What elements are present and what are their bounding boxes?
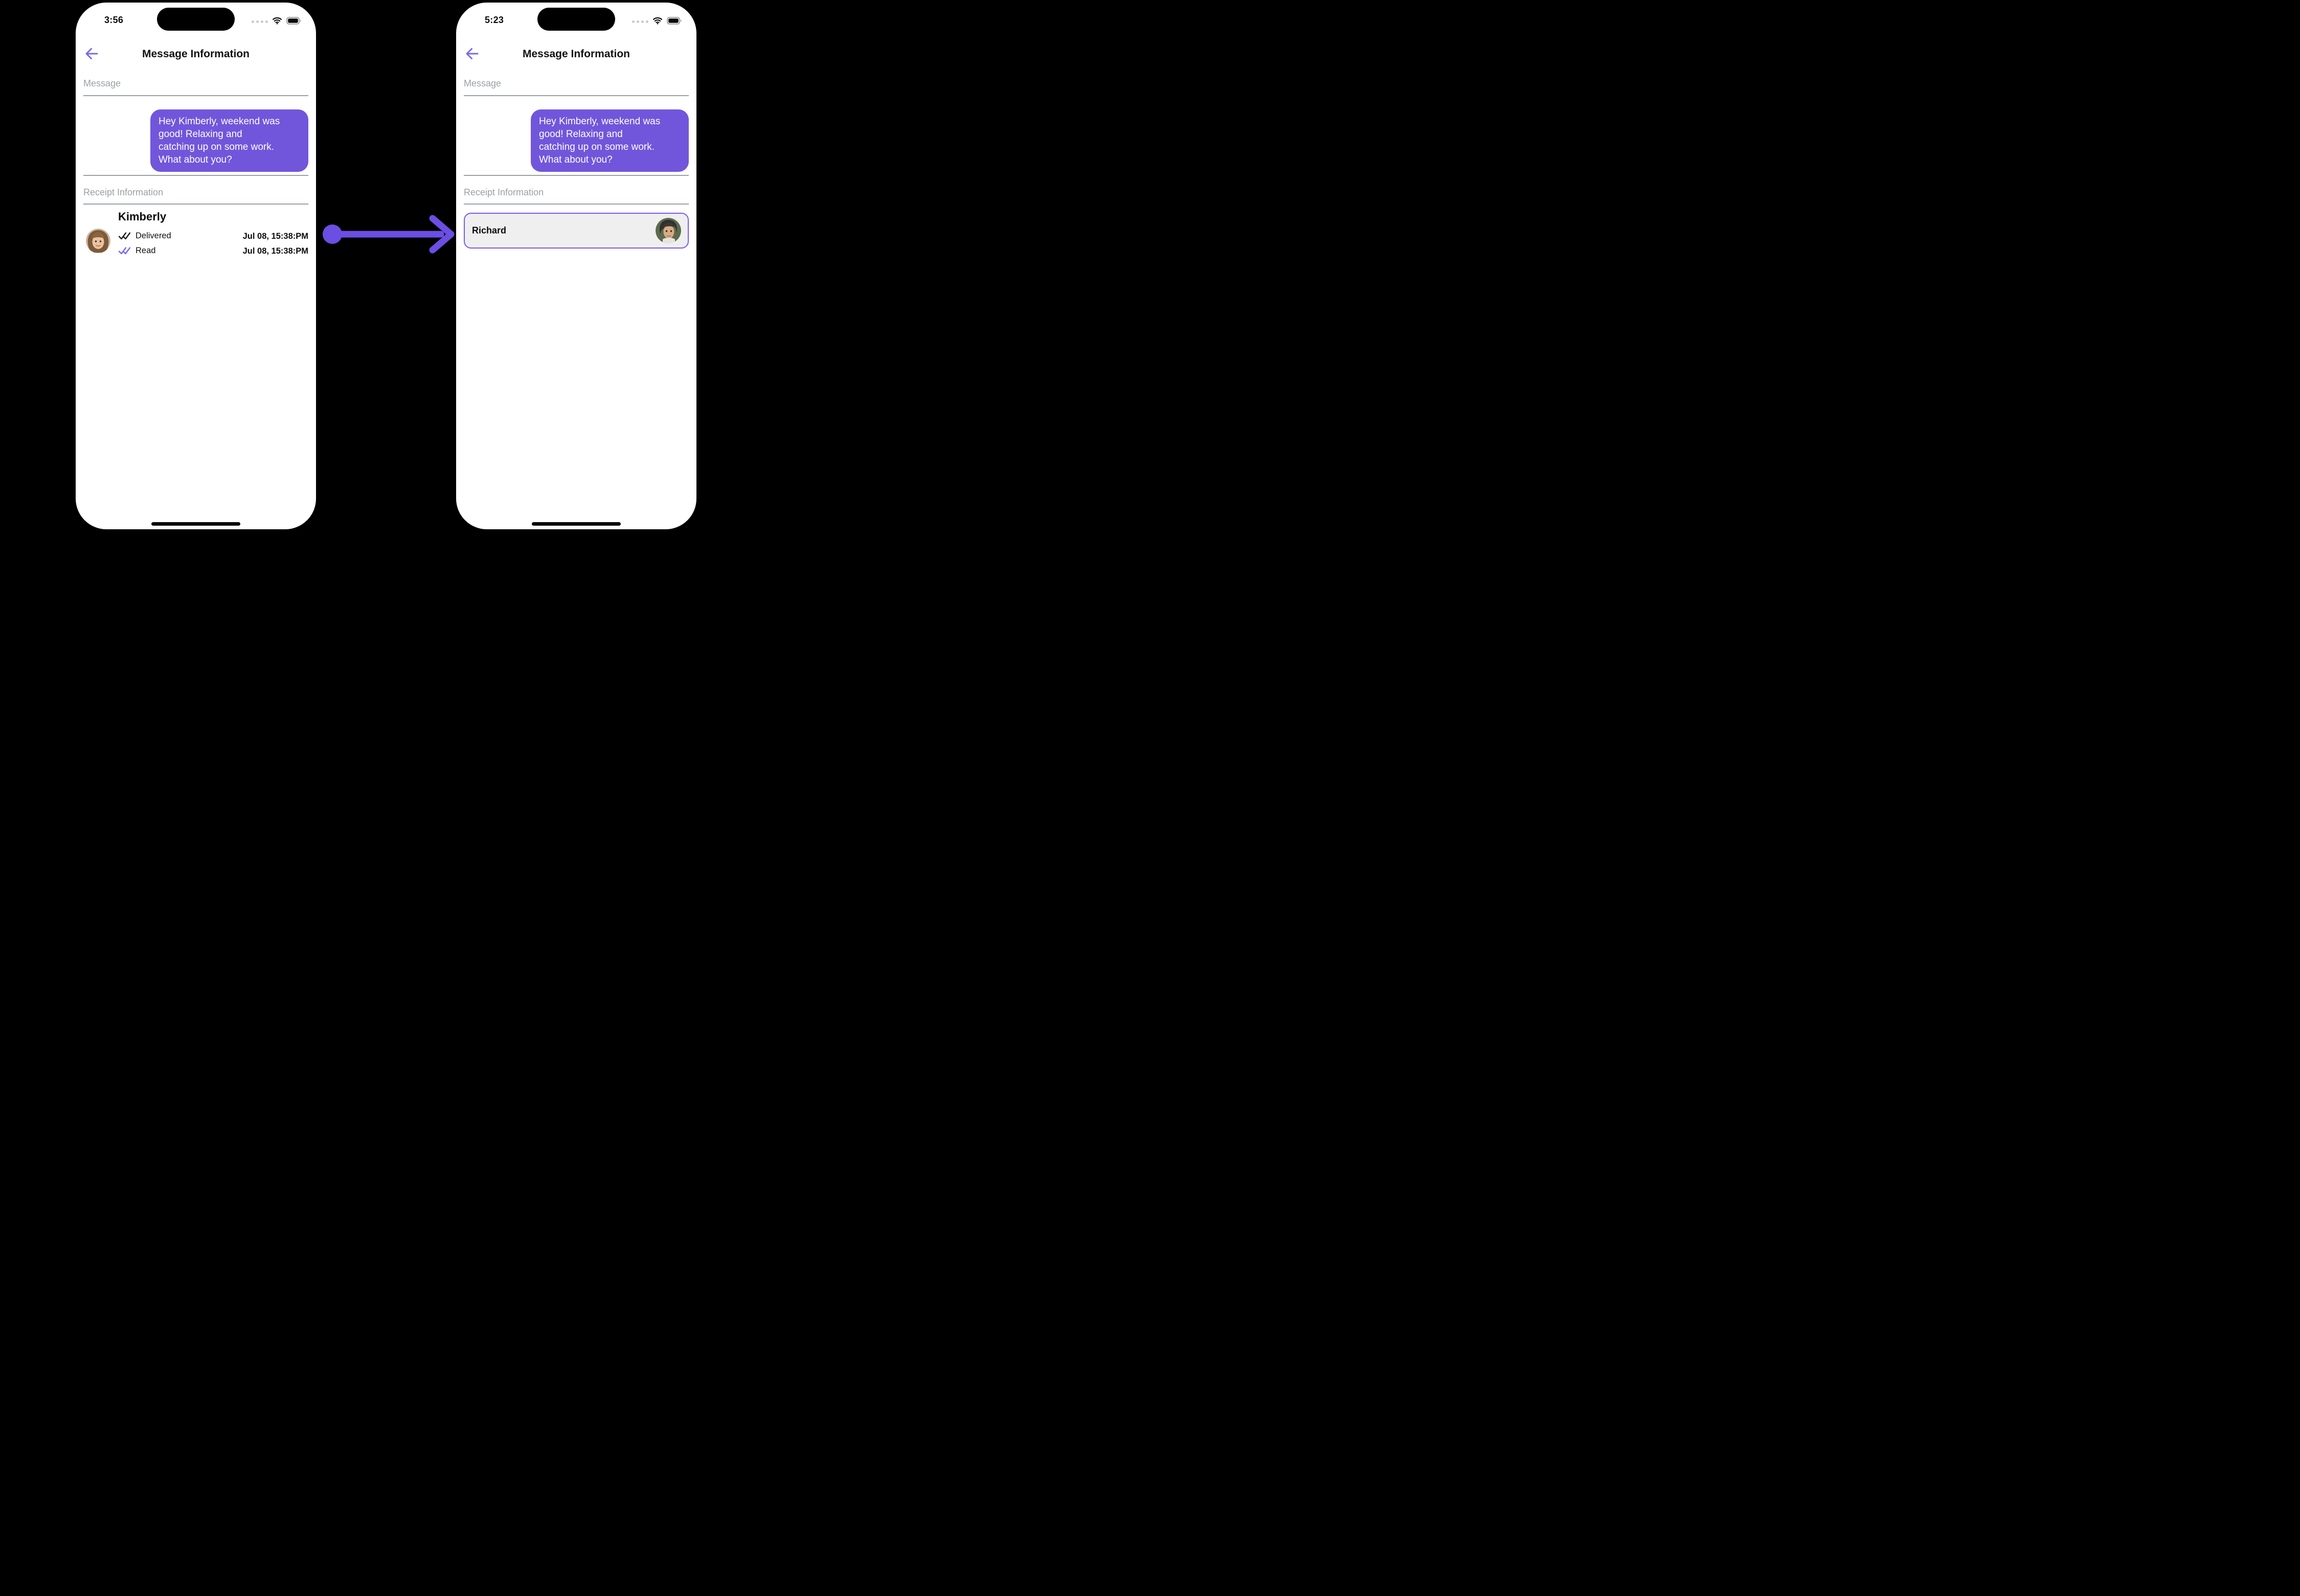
wifi-icon	[652, 16, 663, 27]
status-icons	[252, 16, 302, 27]
home-indicator[interactable]	[151, 522, 240, 526]
home-indicator[interactable]	[532, 522, 621, 526]
status-time: 5:23	[485, 15, 504, 25]
double-check-icon	[118, 232, 131, 240]
delivered-label: Delivered	[136, 231, 171, 240]
message-bubble: Hey Kimberly, weekend was good! Relaxing…	[531, 109, 689, 172]
read-label: Read	[136, 246, 156, 255]
recipient-name: Richard	[472, 225, 507, 236]
message-section-label: Message	[464, 78, 502, 88]
dynamic-island	[537, 8, 615, 31]
phone-left: 3:56 Message Information Message Hey Kim	[76, 3, 316, 529]
recipient-row-richard[interactable]: Richard	[464, 213, 689, 249]
right-arrow-with-dot-icon	[323, 215, 455, 254]
double-check-icon	[118, 246, 131, 255]
wifi-icon	[272, 16, 282, 27]
delivered-timestamp: Jul 08, 15:38:PM	[242, 232, 308, 241]
status-icons	[632, 16, 682, 27]
divider	[83, 204, 308, 205]
phone-right: 5:23 Message Information Message Hey Kim	[456, 3, 696, 529]
richard-avatar	[656, 218, 681, 243]
kimberly-avatar	[86, 229, 110, 253]
read-timestamp: Jul 08, 15:38:PM	[242, 246, 308, 256]
dynamic-island	[157, 8, 235, 31]
battery-full-icon	[286, 16, 302, 27]
back-button[interactable]	[84, 46, 99, 61]
divider	[464, 204, 689, 205]
receipt-section-label: Receipt Information	[464, 187, 544, 197]
divider	[83, 95, 308, 96]
page-title: Message Information	[522, 48, 630, 60]
divider	[83, 175, 308, 176]
status-time: 3:56	[104, 15, 124, 25]
cellular-dots-icon	[252, 20, 268, 23]
read-row: Read	[118, 246, 155, 256]
cellular-dots-icon	[632, 20, 648, 23]
divider	[464, 95, 689, 96]
back-button[interactable]	[464, 46, 480, 61]
battery-full-icon	[667, 16, 682, 27]
page-title: Message Information	[142, 48, 250, 60]
message-section-label: Message	[83, 78, 121, 88]
message-bubble: Hey Kimberly, weekend was good! Relaxing…	[150, 109, 308, 172]
receipt-section-label: Receipt Information	[83, 187, 164, 197]
divider	[464, 175, 689, 176]
delivered-row: Delivered	[118, 231, 171, 241]
contact-name: Kimberly	[118, 210, 167, 223]
